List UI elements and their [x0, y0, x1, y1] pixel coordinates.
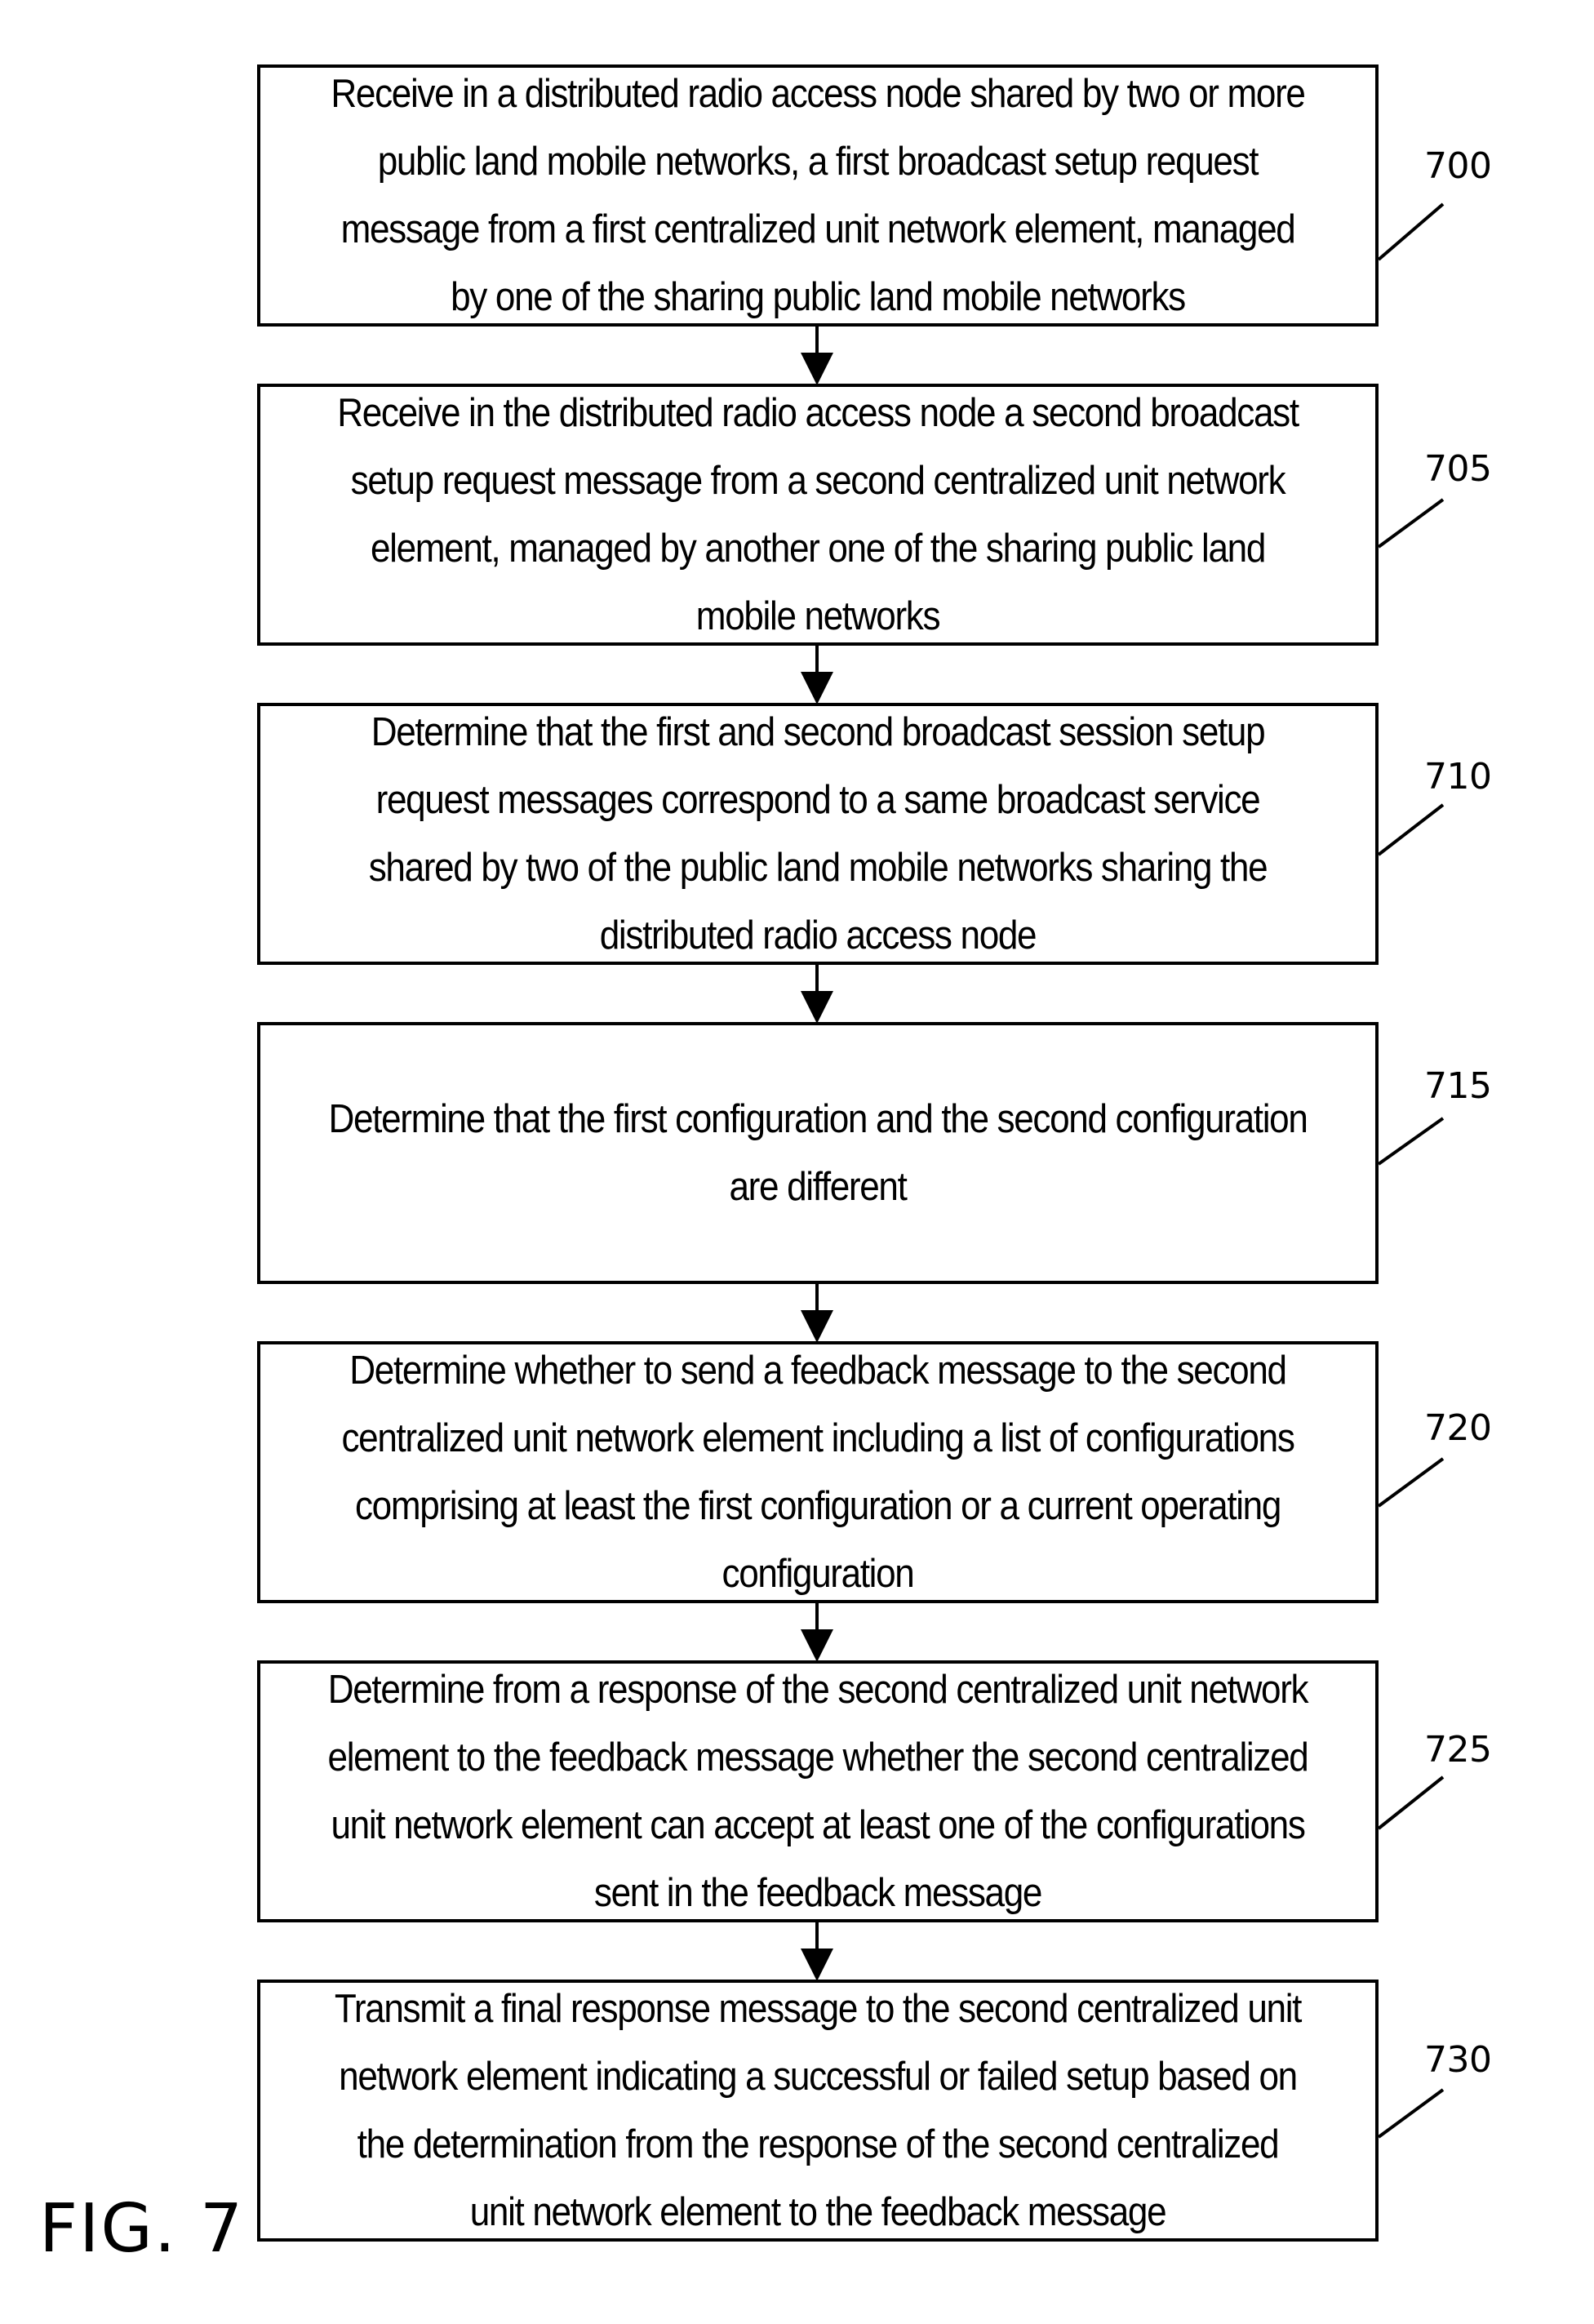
- ref-numeral-700: 700: [1424, 145, 1492, 187]
- ref-numeral-705: 705: [1424, 448, 1492, 490]
- ref-numeral-730: 730: [1424, 2039, 1492, 2081]
- step-box-715: Determine that the first configuration a…: [257, 1022, 1379, 1284]
- step-text-720: Determine whether to send a feedback mes…: [341, 1348, 1294, 1596]
- leader-line-710: [1377, 803, 1445, 856]
- step-box-720: Determine whether to send a feedback mes…: [257, 1341, 1379, 1603]
- step-text-725: Determine from a response of the second …: [327, 1667, 1309, 1915]
- step-box-730: Transmit a final response message to the…: [257, 1980, 1379, 2242]
- step-text-715: Determine that the first configuration a…: [328, 1096, 1308, 1209]
- step-text-700: Receive in a distributed radio access no…: [331, 71, 1306, 319]
- ref-numeral-715: 715: [1424, 1065, 1492, 1107]
- step-text-705: Receive in the distributed radio access …: [337, 390, 1299, 638]
- leader-lines: [1377, 202, 1445, 2139]
- step-text-730: Transmit a final response message to the…: [334, 1986, 1303, 2234]
- step-box-725: Determine from a response of the second …: [257, 1660, 1379, 1922]
- ref-numeral-725: 725: [1424, 1729, 1492, 1771]
- step-box-705: Receive in the distributed radio access …: [257, 384, 1379, 646]
- ref-numeral-710: 710: [1424, 756, 1492, 798]
- step-text-710: Determine that the first and second broa…: [368, 709, 1268, 958]
- leader-line-700: [1377, 202, 1445, 261]
- leader-line-720: [1377, 1457, 1445, 1508]
- ref-numeral-720: 720: [1424, 1407, 1492, 1449]
- leader-line-730: [1377, 2088, 1445, 2139]
- leader-line-715: [1377, 1117, 1445, 1166]
- figure-label: FIG. 7: [39, 2190, 245, 2268]
- leader-line-705: [1377, 498, 1445, 549]
- step-box-710: Determine that the first and second broa…: [257, 703, 1379, 965]
- leader-line-725: [1377, 1775, 1445, 1830]
- step-box-700: Receive in a distributed radio access no…: [257, 64, 1379, 327]
